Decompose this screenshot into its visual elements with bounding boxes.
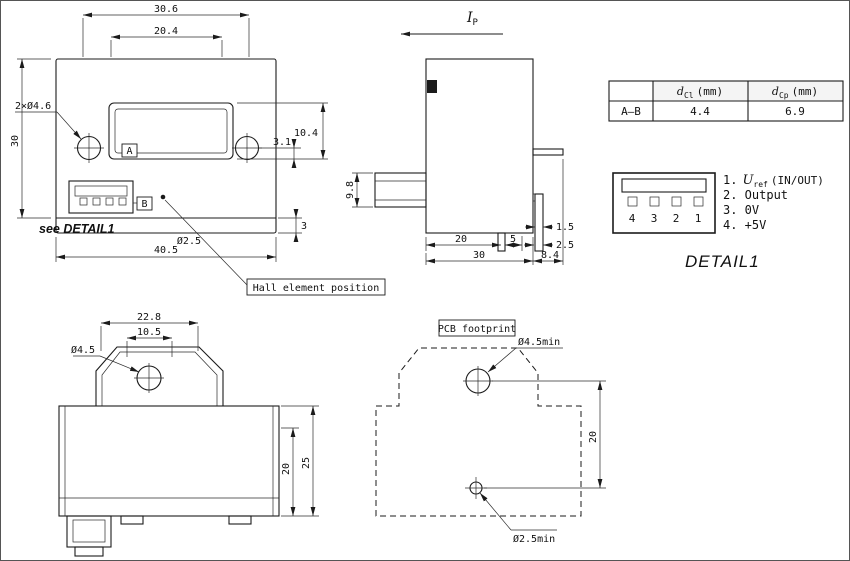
dim-hole-offset: 3.1 [273,137,291,148]
spec-table: dCl(mm) dCp(mm) A–B 4.4 6.9 [608,80,844,122]
pin-number-3: 3 [651,212,658,225]
pcb-title: PCB footprint [438,324,516,335]
see-detail-note: see DETAIL1 [39,222,115,236]
dim-base-step: 3 [301,221,307,232]
table-value-dcl: 4.4 [690,105,710,118]
side-terminal-pin [533,193,544,252]
front-window-inner [114,108,228,154]
pin-number-4: 4 [629,212,636,225]
table-value-dcp: 6.9 [785,105,805,118]
bottom-connector [66,515,112,557]
bottom-dimension-lines [73,320,319,517]
dim-window-height: 10.4 [294,128,318,139]
datum-a-flag: A [121,143,138,158]
front-dimension-lines [15,12,328,288]
dim-top-inner: 20.4 [154,26,178,37]
pcb-title-box: PCB footprint [438,319,516,337]
bottom-view: 22.8 10.5 Ø4.5 20 25 [58,312,319,557]
pcb-footprint-view: PCB footprint Ø4.5min Ø2.5min 20 [375,319,606,545]
hall-label-box: Hall element position [246,278,386,296]
pcb-dimension-lines [479,347,606,531]
pcb-hole-large-label: Ø4.5min [518,336,560,348]
datum-b-flag: B [133,196,153,211]
pcb-hole-pitch: 20 [588,431,599,443]
dim-terminal-ext: 8.4 [541,250,559,261]
side-body-outline [425,58,534,234]
side-terminal-tab [532,148,564,156]
bottom-body-outline [58,405,280,517]
datum-a-label: A [126,146,132,157]
dim-connector-height: 9.8 [345,181,356,199]
holes-note: 2×Ø4.6 [15,100,51,112]
dim-height: 30 [10,135,21,147]
front-view: A B [10,4,386,296]
pcb-hole-small-label: Ø2.5min [513,533,555,545]
cap-outline [95,346,224,407]
detail1-connector-slot [621,178,707,193]
front-body-outline [55,58,277,234]
table-row-header: A–B [621,105,641,118]
dim-pin-gap: 5 [510,234,516,245]
detail1-connector-outline [612,172,716,234]
pin-list-item-2: 2. Output [723,188,788,202]
foot-right [228,515,252,525]
dim-cap-inner: 10.5 [137,327,161,338]
pin-list-item-4: 4. +5V [723,218,766,232]
hall-label: Hall element position [253,283,379,294]
dim-hall-dia: Ø2.5 [177,235,201,247]
dim-cap-hole-dia: Ø4.5 [71,344,95,356]
dim-height-outer: 25 [301,457,312,469]
side-bottom-pin [497,232,506,252]
dim-width: 40.5 [154,245,178,256]
side-marking [427,80,437,93]
detail1-view: 4 3 2 1 1.Uref(IN/OUT) 2. Output 3. 0V 4… [612,172,824,271]
dim-terminal-t: 2.5 [556,240,574,251]
pin-list: 1.Uref(IN/OUT) 2. Output 3. 0V 4. +5V [723,173,824,232]
cap-inner-outline [101,351,218,407]
front-window-outer [108,102,234,160]
table-header-dcp: dCp(mm) [772,85,818,100]
primary-current-label: IP [466,10,479,28]
detail1-title: DETAIL1 [685,252,760,271]
side-view: IP [345,10,574,265]
pin-number-2: 2 [673,212,680,225]
dim-pin-offset: 20 [455,234,467,245]
side-connector-housing [374,172,427,208]
pin-list-item-1: 1.Uref(IN/OUT) [723,173,824,189]
datum-b-label: B [141,199,147,210]
hall-element-dot [160,194,166,200]
dim-height-inner: 20 [281,463,292,475]
pin-list-item-3: 3. 0V [723,203,759,217]
front-connector [68,180,134,214]
side-dimension-lines [352,159,564,265]
pcb-outline [375,347,582,517]
table-header-dcl: dCl(mm) [677,85,723,100]
foot-left [120,515,144,525]
dim-top-outer: 30.6 [154,4,178,15]
dim-cap-width: 22.8 [137,312,161,323]
dim-depth: 30 [473,250,485,261]
dim-terminal-w: 1.5 [556,222,574,233]
pin-number-1: 1 [695,212,702,225]
